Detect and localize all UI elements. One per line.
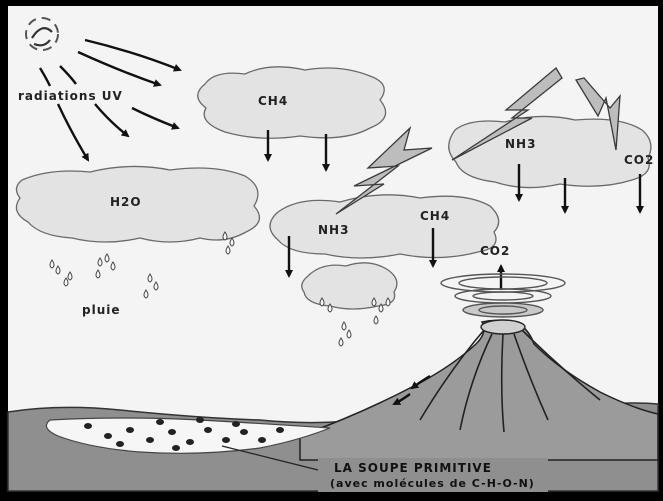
ch4-mid-label: CH4 [420, 209, 450, 223]
cloud-nh3-ch4-mid [270, 195, 499, 258]
rain-label: pluie [82, 303, 121, 317]
cloud-ch4-top [198, 67, 386, 138]
nh3-mid-label: NH3 [318, 223, 349, 237]
volcano-crater [481, 320, 525, 334]
uv-label: radiations UV [18, 89, 123, 103]
h2o-label: H2O [110, 195, 142, 209]
co2-right-label: CO2 [624, 153, 654, 167]
soup-subtitle: (avec molécules de C-H-O-N) [330, 477, 535, 490]
soup-title: LA SOUPE PRIMITIVE [334, 461, 492, 475]
cloud-nh3-co2-right [449, 116, 651, 187]
cloud-small [302, 263, 397, 309]
nh3-right-label: NH3 [505, 137, 536, 151]
co2-volcano-label: CO2 [480, 244, 510, 258]
ch4-top-label: CH4 [258, 94, 288, 108]
